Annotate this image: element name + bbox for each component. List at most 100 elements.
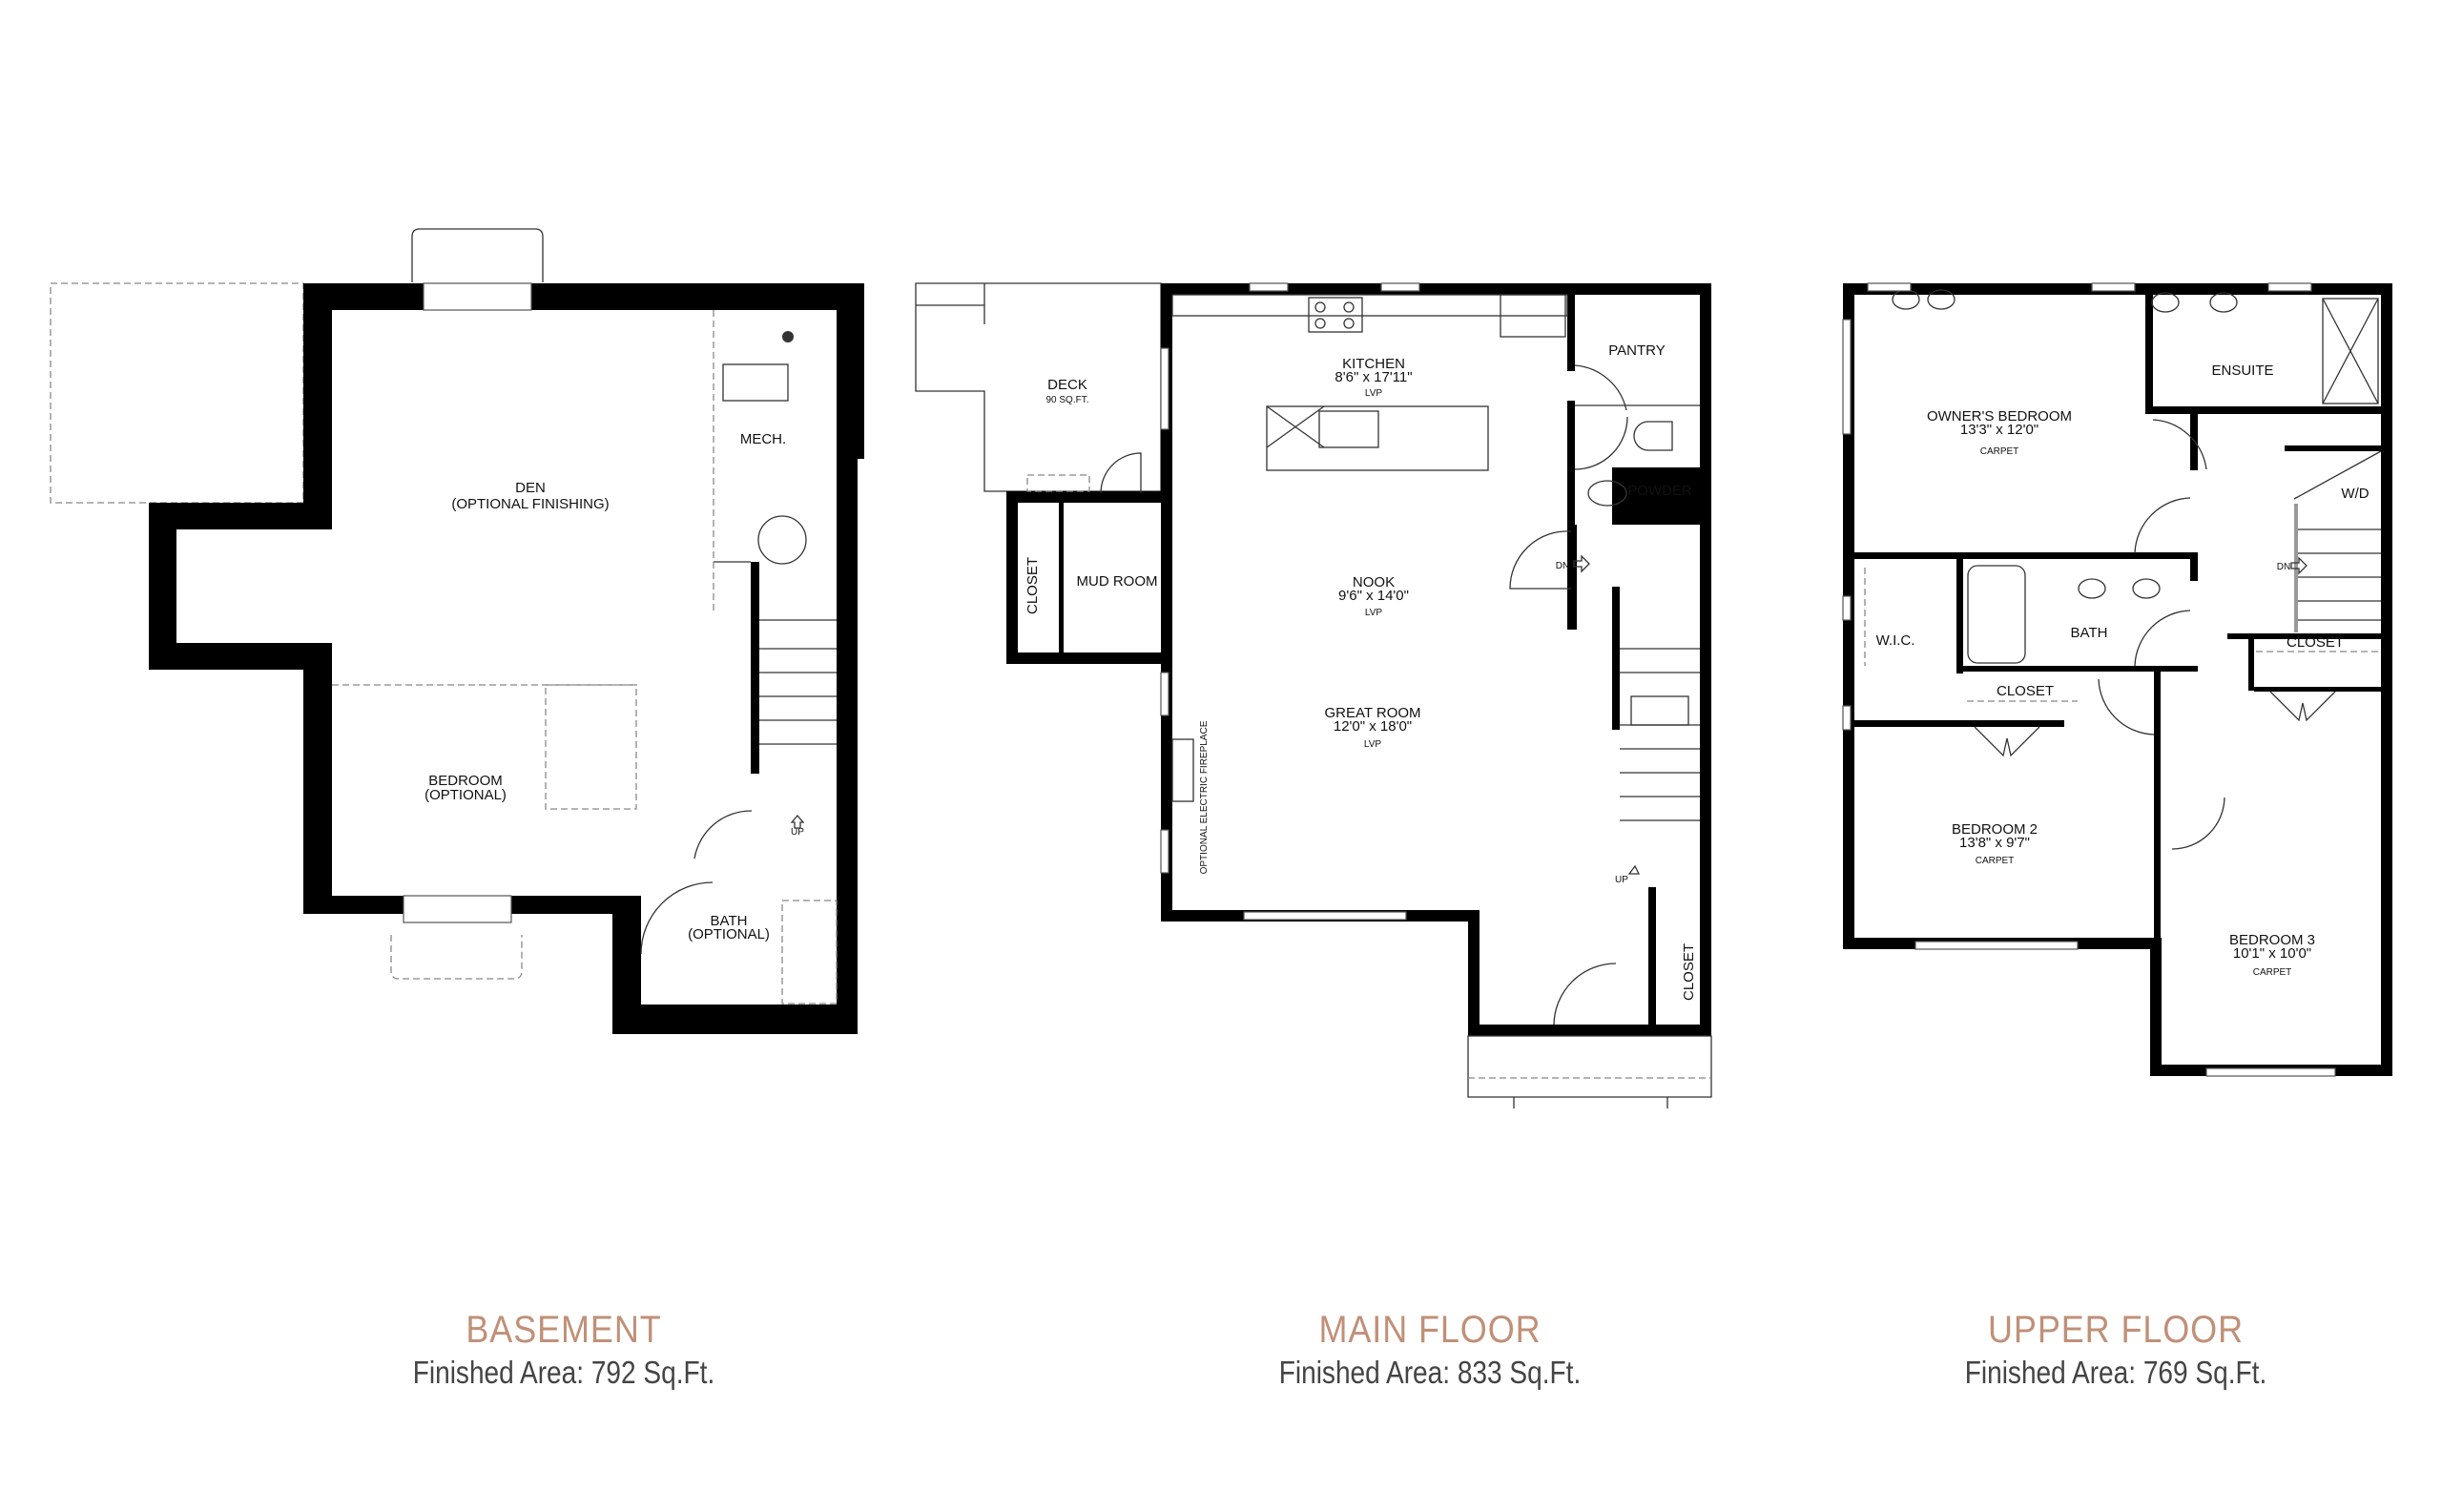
mud-room-label: MUD ROOM <box>1077 573 1158 590</box>
upper-window-2 <box>2091 282 2136 292</box>
bed2-door-swing <box>2098 678 2155 735</box>
closet2-label: CLOSET <box>2287 634 2344 651</box>
powder-sink <box>1587 480 1627 507</box>
main-stairs <box>1620 648 1700 821</box>
basement-bedroom-label: BEDROOM <box>428 773 503 789</box>
kitchen-floor: LVP <box>1365 388 1382 399</box>
furnace <box>722 363 789 402</box>
stair-wall-upper <box>1567 525 1577 630</box>
burner-2 <box>1343 301 1355 313</box>
ensuite-door-swing <box>2152 419 2207 470</box>
main-floor-title: MAIN FLOOR <box>1318 1309 1542 1351</box>
upper-window-8 <box>2205 1067 2336 1077</box>
basement-area: Finished Area: 792 Sq.Ft. <box>412 1355 715 1390</box>
great-room-label: GREAT ROOM <box>1324 705 1420 721</box>
basement-plan: DEN (OPTIONAL FINISHING) BEDROOM (OPTION… <box>50 228 864 1034</box>
upper-window-5 <box>1842 595 1852 621</box>
main-floor-plan: DECK 90 SQ.FT. KITCHEN 8'6" x 17'11" LVP… <box>915 282 1712 1108</box>
great-room-floor: LVP <box>1364 739 1381 750</box>
powder-toilet <box>1633 421 1673 451</box>
stair-wall-lower <box>1612 587 1620 730</box>
main-up-label: UP <box>1615 875 1628 885</box>
closet2-bifold-doors <box>2269 691 2336 722</box>
ensuite-sink-2 <box>1927 289 1956 310</box>
bedroom2-label: BEDROOM 2 <box>1952 821 2038 838</box>
hall-wall-upper <box>2190 413 2198 470</box>
great-room-dims: 12'0" x 18'0" <box>1334 718 1412 735</box>
bath-wall <box>2190 552 2198 581</box>
nook-floor: LVP <box>1365 608 1382 618</box>
deck-outline <box>915 282 1162 492</box>
bedroom3-label: BEDROOM 3 <box>2229 932 2315 948</box>
deck-bench <box>1026 474 1090 492</box>
deck-label: DECK <box>1047 377 1087 393</box>
main-interior <box>1018 295 1700 1025</box>
closet1-bifold-doors <box>1974 726 2040 757</box>
burner-1 <box>1314 301 1326 313</box>
closet-space <box>1018 503 1025 652</box>
den-note: (OPTIONAL FINISHING) <box>451 496 609 512</box>
powder-wall <box>1567 401 1575 525</box>
entry-closet-label: CLOSET <box>1681 943 1697 1001</box>
upper-floor-area: Finished Area: 769 Sq.Ft. <box>1964 1355 2267 1390</box>
bed2-top-wall <box>1854 720 2064 727</box>
fireplace-label: OPTIONAL ELECTRIC FIREPLACE <box>1199 720 1210 874</box>
upper-window-6 <box>1842 705 1852 731</box>
bedroom2-dims: 13'8" x 9'7" <box>1959 835 2030 851</box>
wd-label: W/D <box>2341 486 2369 502</box>
bedroom-closet-optional <box>545 684 637 810</box>
den-label: DEN <box>515 480 546 496</box>
up-arrow-icon <box>1627 864 1641 875</box>
main-window-2 <box>1380 282 1420 292</box>
mech-label: MECH. <box>740 431 786 447</box>
range-stove <box>1308 297 1363 333</box>
kitchen-label: KITCHEN <box>1342 356 1405 372</box>
closet2-bottom-wall <box>2254 687 2381 692</box>
nook-dims: 9'6" x 14'0" <box>1338 588 1409 604</box>
bedroom3-dims: 10'1" x 10'0" <box>2233 945 2311 962</box>
burner-4 <box>1343 318 1355 329</box>
bath-door-swing <box>2134 610 2191 667</box>
pantry-wall <box>1567 295 1575 371</box>
main-window-6 <box>1243 911 1407 921</box>
fireplace-box <box>1171 738 1194 802</box>
bath-sink-1 <box>2078 578 2106 599</box>
dishwasher <box>1266 405 1325 448</box>
basement-door-swing <box>1509 530 1572 590</box>
deck-area: 90 SQ.FT. <box>1045 395 1088 405</box>
stair-door-swing <box>693 810 753 860</box>
front-door-swing <box>1553 963 1617 1025</box>
upper-window-1 <box>1867 282 1912 292</box>
bath-door-swing <box>640 881 714 955</box>
fridge <box>1500 294 1566 338</box>
main-window-1 <box>1249 282 1289 292</box>
main-window-4 <box>1160 672 1169 716</box>
island-sink <box>1318 410 1379 448</box>
mudroom-closet-wall <box>1059 503 1064 652</box>
closet-right-wall <box>1648 887 1656 1025</box>
water-heater <box>757 515 807 565</box>
burner-3 <box>1314 318 1326 329</box>
wic-wall <box>1956 559 1963 673</box>
bed3-top-wall <box>2227 633 2381 639</box>
owners-bedroom-dims: 13'3" x 12'0" <box>1960 422 2038 438</box>
ensuite-sink-a <box>2151 292 2180 313</box>
ensuite-sink-b <box>2209 292 2238 313</box>
wic-label: W.I.C. <box>1876 632 1915 649</box>
main-floor-area: Finished Area: 833 Sq.Ft. <box>1278 1355 1582 1390</box>
ensuite-bottom-wall <box>2145 406 2381 414</box>
upper-window-7 <box>1914 941 2079 950</box>
closet2-wall <box>2248 633 2254 691</box>
main-window-5 <box>1160 829 1169 874</box>
ensuite-label: ENSUITE <box>2211 362 2273 379</box>
basement-exterior-dashed-area <box>50 282 304 504</box>
dn-arrow-icon <box>2290 556 2307 575</box>
front-porch <box>1467 1035 1712 1098</box>
mudroom-wall <box>1161 503 1172 652</box>
bath-bottom-wall <box>1956 666 2198 672</box>
up-arrow-icon <box>790 815 805 829</box>
pantry-door-swing <box>1574 364 1627 411</box>
stair-wall <box>751 562 759 774</box>
nook-label: NOOK <box>1353 574 1395 590</box>
